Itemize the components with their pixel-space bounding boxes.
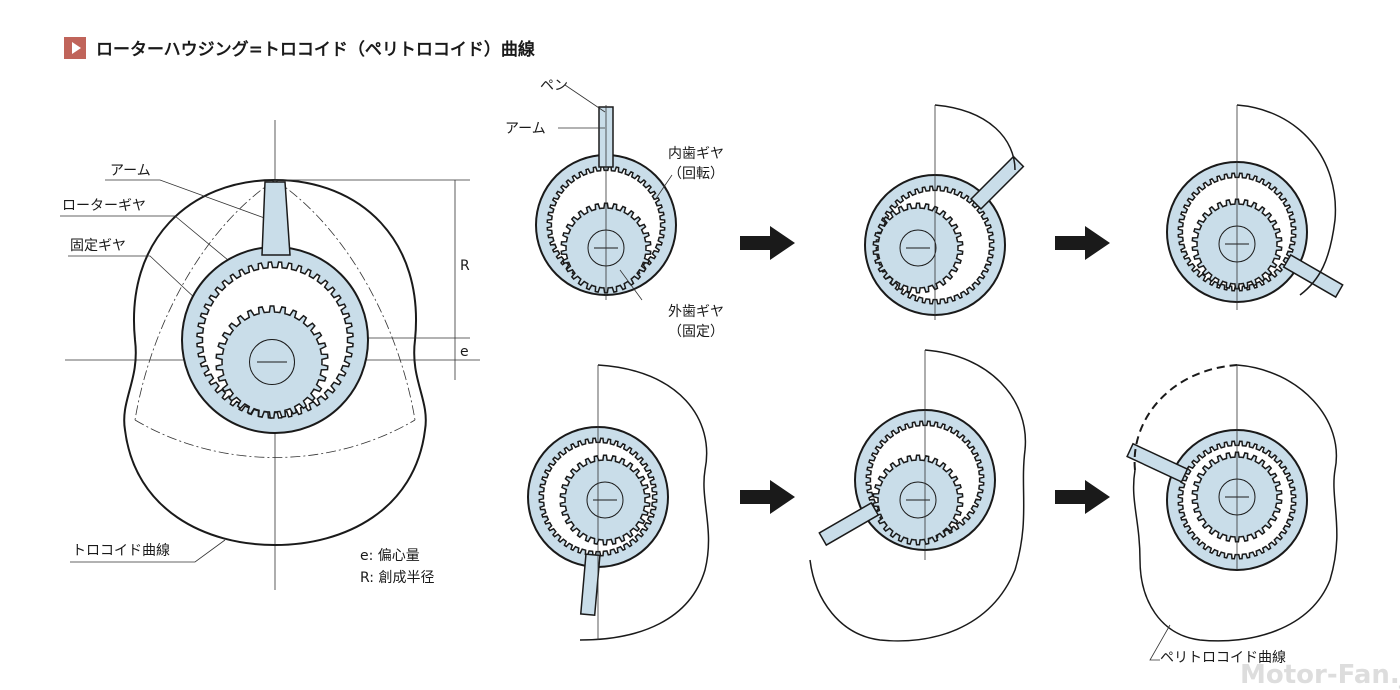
external-gear-note: （固定） <box>668 324 724 340</box>
gear-sets <box>181 104 1344 642</box>
gear-set <box>818 409 996 551</box>
arm <box>818 501 880 547</box>
gear-set <box>181 246 369 434</box>
gear-shaft <box>899 481 937 519</box>
legend-generating-radius: R: 創成半径 <box>360 570 434 586</box>
trochoid-curve <box>123 178 427 547</box>
external-gear-label: 外歯ギヤ <box>668 304 724 320</box>
seq-arm-label: アーム <box>505 121 546 137</box>
peritrochoid-curve <box>934 104 1016 171</box>
title-text: ローターハウジング=トロコイド（ペリトロコイド）曲線 <box>96 40 535 60</box>
arrow-right-icon <box>740 480 795 514</box>
arm <box>1126 442 1189 483</box>
arm <box>579 553 601 616</box>
gear-set <box>864 155 1025 316</box>
peritrochoid-curve <box>809 349 1027 642</box>
arrow-right-icon <box>1055 226 1110 260</box>
rotor-gear-label: ローターギヤ <box>62 198 146 214</box>
fixed-gear-label: 固定ギヤ <box>70 238 126 254</box>
peritrochoid-curve <box>1132 364 1338 642</box>
gear-set <box>1126 429 1308 571</box>
peritrochoid-curve <box>1236 104 1337 296</box>
play-icon <box>64 36 86 59</box>
gear-set <box>1166 161 1344 303</box>
legend-eccentricity: e: 偏心量 <box>360 548 420 564</box>
pen-label: ペン <box>540 78 568 94</box>
arm <box>970 155 1025 210</box>
gear-shaft <box>899 229 937 267</box>
peritrochoid-curve-dashed <box>1133 364 1238 471</box>
arrow-right-icon <box>740 226 795 260</box>
peritrochoid-curve <box>579 364 710 641</box>
arm-label: アーム <box>110 163 151 179</box>
arrow-right-icon <box>1055 480 1110 514</box>
arm <box>261 181 291 256</box>
gear-shaft <box>586 481 624 519</box>
diagram-title: ローターハウジング=トロコイド（ペリトロコイド）曲線 <box>64 35 535 60</box>
e-label: e <box>460 344 469 360</box>
peritrochoid-curve-label: ペリトロコイド曲線 <box>1160 650 1286 666</box>
trochoid-curve-label: トロコイド曲線 <box>72 543 170 559</box>
internal-gear-note: （回転） <box>668 166 724 182</box>
internal-gear-label: 内歯ギヤ <box>668 146 724 162</box>
gear-shaft <box>249 339 295 385</box>
arm <box>1282 253 1344 299</box>
sequence-labels: ペン アーム 内歯ギヤ （回転） 外歯ギヤ （固定） ペリトロコイド曲線 Mot… <box>505 78 1400 690</box>
watermark: Motor-Fan.jp <box>1240 660 1400 690</box>
R-label: R <box>460 258 470 274</box>
